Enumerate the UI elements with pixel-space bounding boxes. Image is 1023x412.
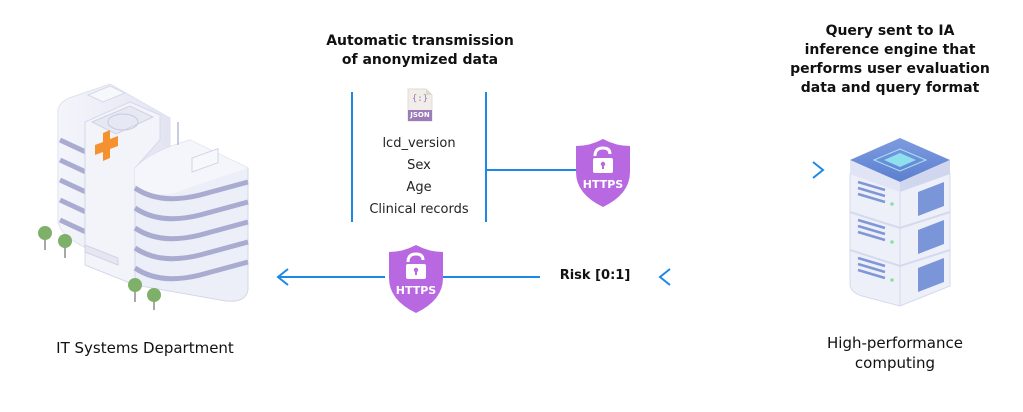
https-shield-bottom: HTTPS (385, 244, 447, 314)
https-label: HTTPS (582, 178, 624, 191)
server-label-line1: High-performance (827, 334, 963, 352)
server-stack-icon (849, 138, 951, 307)
transmission-title: Automatic transmission of anonymized dat… (300, 32, 540, 70)
query-line: Query sent to IA (825, 23, 955, 39)
field-age: Age (406, 180, 432, 195)
server-label: High-performance computing (790, 333, 1000, 373)
unlocked-padlock-shield-icon (576, 139, 630, 207)
arrowhead-left (276, 268, 289, 286)
field-sex: Sex (407, 158, 431, 173)
arrowhead-right (812, 161, 825, 179)
json-symbol: {:} (411, 94, 429, 104)
server-label-line2: computing (854, 354, 936, 372)
transmission-title-line1: Automatic transmission (326, 33, 514, 49)
risk-label: Risk [0:1] (559, 268, 631, 283)
arrowhead-left (658, 268, 671, 286)
unlocked-padlock-shield-icon (389, 245, 443, 313)
query-line: data and query format (800, 80, 980, 96)
json-file-icon: {:} JSON (406, 88, 434, 122)
tree-icon (38, 226, 161, 310)
field-clinical-records: Clinical records (369, 202, 469, 217)
hospital-building-icon (38, 83, 249, 310)
query-line: inference engine that (804, 42, 976, 58)
https-label: HTTPS (395, 284, 437, 297)
data-fields-list: lcd_version Sex Age Clinical records (355, 133, 483, 221)
query-line: performs user evaluation (790, 61, 990, 77)
hospital-label: IT Systems Department (56, 339, 234, 357)
json-badge: JSON (410, 111, 430, 119)
transmission-title-line2: of anonymized data (341, 52, 499, 68)
https-shield-top: HTTPS (572, 138, 634, 208)
query-description: Query sent to IA inference engine that p… (770, 22, 1010, 98)
field-lcd-version: lcd_version (382, 136, 456, 151)
file-shape (407, 88, 433, 122)
